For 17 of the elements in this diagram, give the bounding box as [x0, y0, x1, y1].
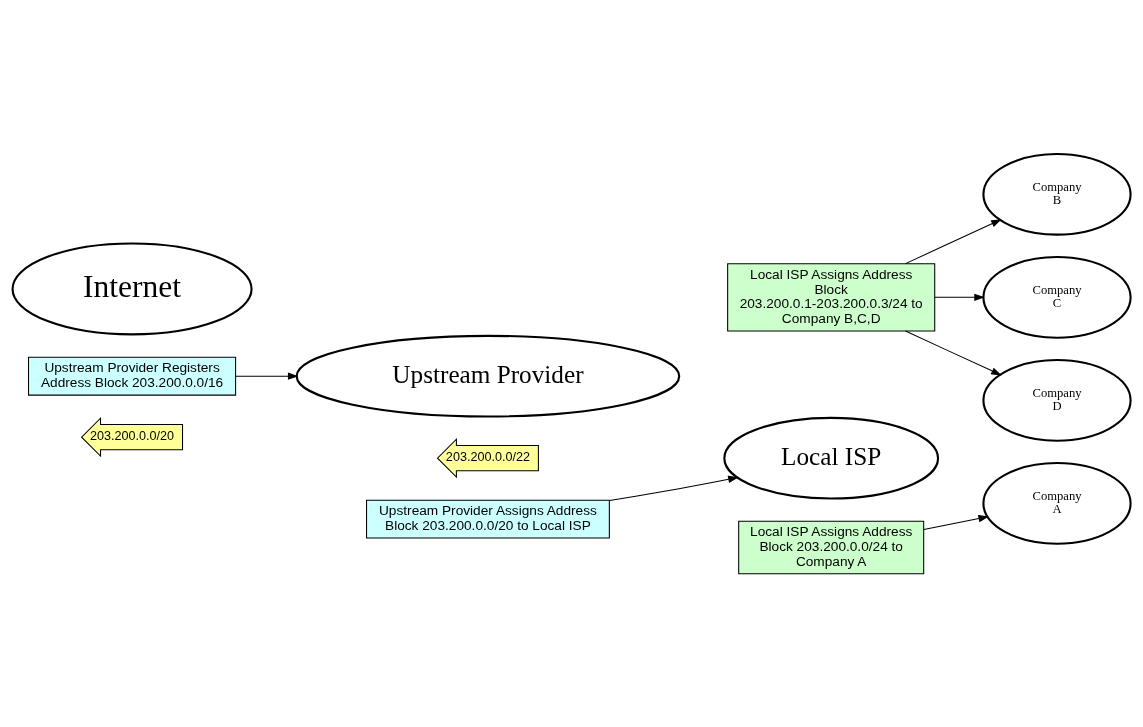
node-ellipse: Internet	[11, 241, 253, 335]
arrow	[934, 293, 985, 301]
node-box: Upstream Provider Assigns Address Block 203.200.0.0/20 to Local ISP	[366, 499, 610, 539]
node-box: Local ISP Assigns Address Block 203.200.0.0/24 to Company A	[738, 520, 925, 574]
node-ellipse: Upstream Provider	[295, 334, 681, 418]
arrow	[904, 218, 1002, 264]
arrow	[235, 372, 299, 380]
node-box: Upstream Provider Registers Address Block 203.200.0.0/16	[28, 356, 237, 396]
node-box: Local ISP Assigns Address Block 203.200.0.1-203.200.0.3/24 to Company B,C,D	[727, 262, 936, 331]
arrow	[609, 475, 739, 501]
node-ellipse: Company D	[982, 358, 1132, 442]
node-ellipse: Company C	[982, 255, 1132, 339]
node-ellipse: Company B	[982, 152, 1132, 236]
node-ellipse: Company A	[982, 461, 1132, 545]
arrow	[923, 514, 989, 530]
node-ellipse: Local ISP	[723, 416, 940, 500]
arrow	[904, 330, 1002, 375]
